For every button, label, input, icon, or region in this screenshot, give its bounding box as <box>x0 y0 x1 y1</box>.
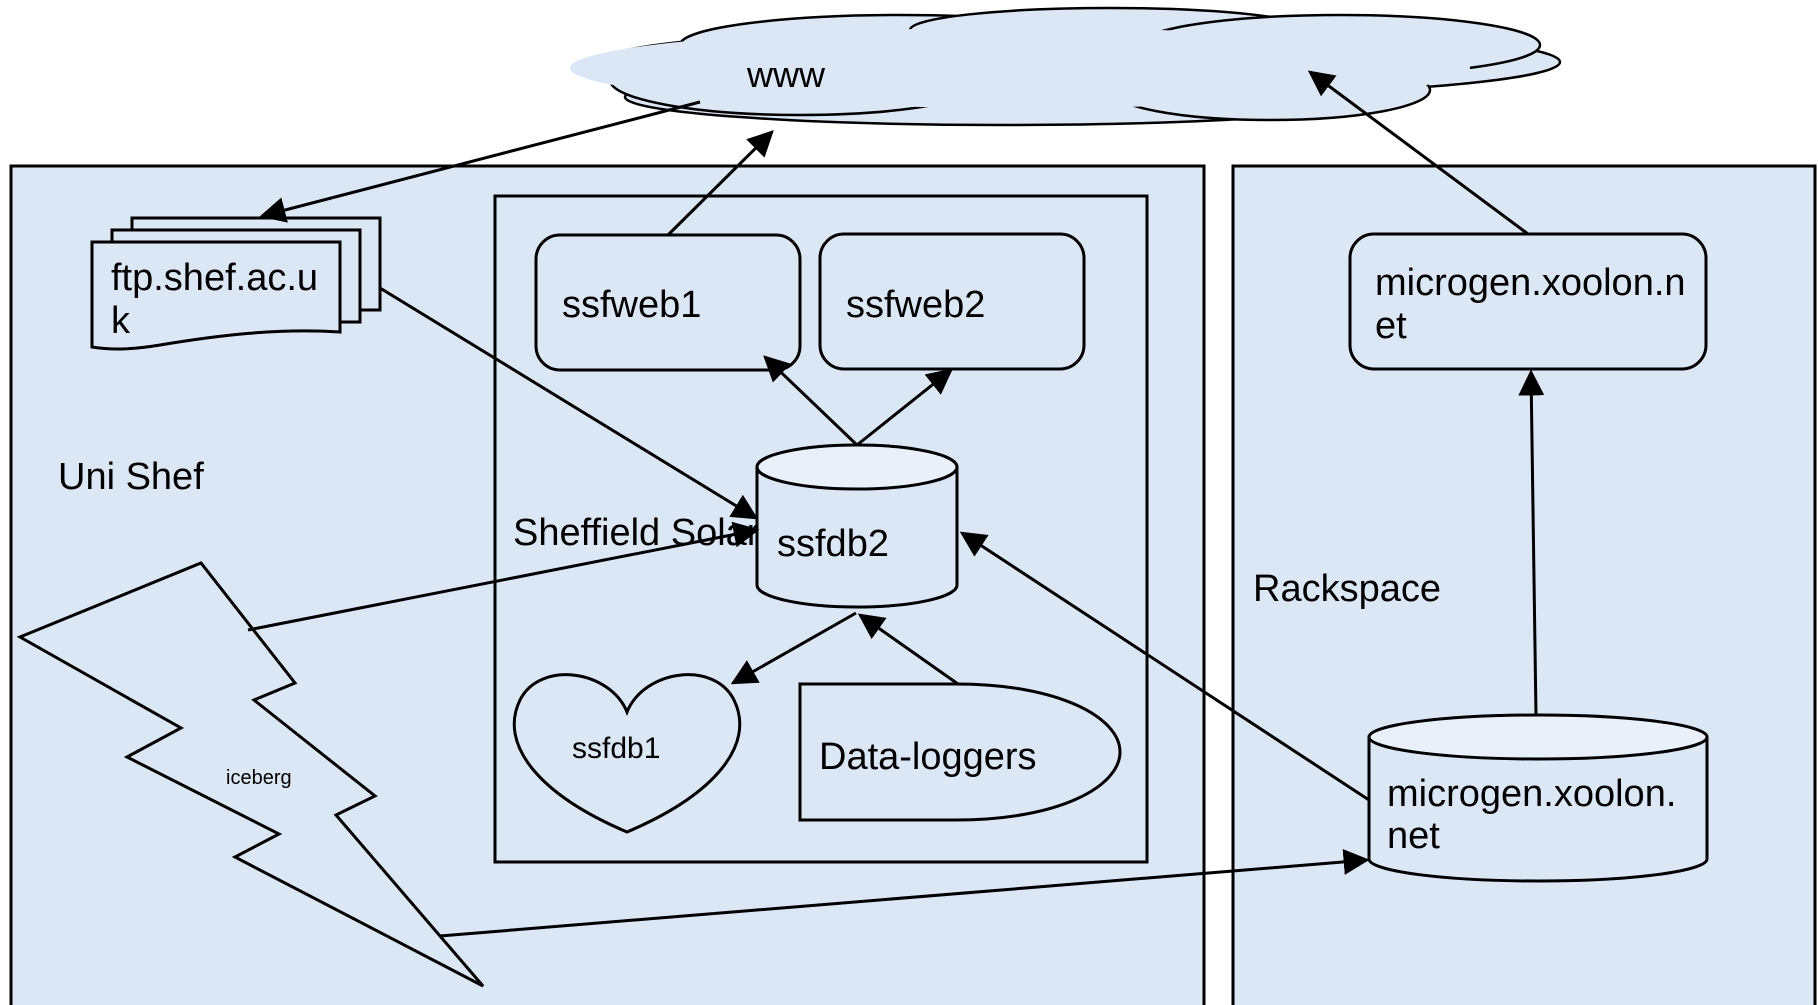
ftp-server-label: ftp.shef.ac.u k <box>111 257 329 342</box>
connector-ssfdb2-ssfweb2 <box>856 368 954 447</box>
connector-ssfdb2-ssfweb1 <box>763 355 859 447</box>
connector-loggers-ssfdb2 <box>857 613 959 686</box>
ssfdb1-label: ssfdb1 <box>572 732 660 765</box>
connector-ftp-ssfdb2 <box>379 286 759 520</box>
data-loggers-label: Data-loggers <box>819 736 1037 778</box>
sheffield-solar-label: Sheffield Solar <box>513 512 760 554</box>
iceberg-label: iceberg <box>226 767 292 789</box>
connector-microgendb-microgenweb <box>1518 369 1545 717</box>
connector-microgen-www <box>1307 70 1529 236</box>
cloud-icon <box>570 6 1562 127</box>
connector-ssfweb1-www <box>666 130 774 237</box>
ssfweb1-label: ssfweb1 <box>562 284 701 326</box>
www-label: www <box>746 54 826 95</box>
uni-shef-label: Uni Shef <box>58 456 204 498</box>
delay-shape-icon <box>798 682 1122 822</box>
lightning-bolt-icon <box>16 561 485 988</box>
connector-iceberg-microgendb <box>439 848 1370 938</box>
rackspace-label: Rackspace <box>1253 568 1441 610</box>
connector-microgendb-ssfdb2 <box>959 531 1370 802</box>
microgen-db-label: microgen.xoolon. net <box>1387 773 1687 857</box>
connector-iceberg-ssfdb2 <box>247 521 760 632</box>
multi-document-icon <box>90 216 382 351</box>
microgen-database <box>1367 713 1709 883</box>
connector-ssfdb2-ssfdb1 <box>730 611 857 685</box>
ssfdb2-database <box>755 443 959 609</box>
connector-www-ftp <box>259 100 701 223</box>
heart-icon <box>512 673 742 834</box>
ssfdb2-label: ssfdb2 <box>777 523 889 565</box>
ssfweb2-label: ssfweb2 <box>846 284 985 326</box>
microgen-web-label: microgen.xoolon.n et <box>1375 262 1696 347</box>
